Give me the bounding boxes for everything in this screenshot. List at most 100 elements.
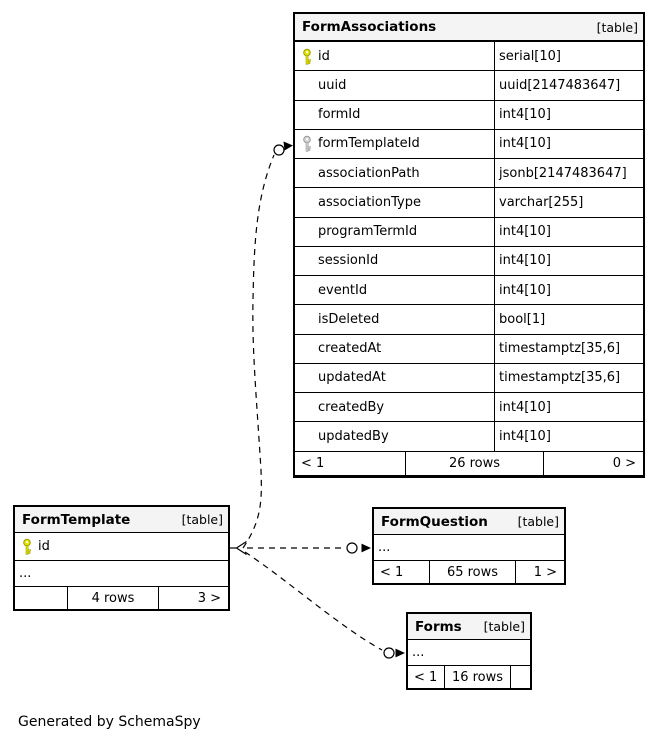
table-row: createdAt timestamptz[35,6] [295, 334, 643, 364]
column-name: id [318, 48, 330, 64]
column-name-cell: createdBy [295, 393, 494, 421]
table-header[interactable]: FormAssociations [table] [295, 14, 643, 42]
table-rows: id... [15, 533, 228, 587]
column-name-cell: ... [408, 640, 530, 665]
table-row: formId int4[10] [295, 100, 643, 130]
table-type-label: [table] [181, 512, 223, 527]
column-name-cell: formTemplateId [295, 130, 494, 158]
column-name-cell: sessionId [295, 247, 494, 275]
edge-parent-connector [230, 540, 247, 556]
footer-row-count: 26 rows [405, 451, 543, 475]
table-type-label: [table] [517, 514, 559, 529]
column-name-cell: uuid [295, 71, 494, 99]
table-row: updatedAt timestamptz[35,6] [295, 363, 643, 393]
footer-prev-degree: < 1 [380, 564, 404, 580]
column-name: ... [412, 645, 425, 660]
column-name: updatedBy [318, 428, 389, 444]
column-name: isDeleted [318, 311, 380, 327]
column-name-cell: id [15, 533, 228, 560]
table-header[interactable]: FormQuestion [table] [374, 509, 564, 535]
table-rows: ... [408, 640, 530, 666]
table-row: associationPath jsonb[2147483647] [295, 159, 643, 189]
table-footer: < 1 16 rows [408, 666, 530, 688]
table-footer: < 1 65 rows 1 > [374, 561, 564, 583]
column-type: bool[1] [494, 305, 643, 334]
column-name: associationType [318, 194, 421, 210]
column-name: formId [318, 107, 361, 123]
primary-key-icon [23, 538, 31, 555]
footer-row-count: 4 rows [67, 587, 158, 609]
table-footer: < 1 26 rows 0 > [295, 451, 643, 475]
column-type: jsonb[2147483647] [494, 159, 643, 188]
table-footer: 4 rows 3 > [15, 587, 228, 609]
edge-formtemplate-formquestion [247, 542, 371, 554]
column-name-cell: associationType [295, 188, 494, 216]
column-name-cell: updatedBy [295, 422, 494, 450]
table-formtemplate[interactable]: FormTemplate [table] id... 4 rows 3 > [13, 505, 230, 611]
column-name-cell: createdAt [295, 335, 494, 363]
edge-formtemplate-forms [244, 551, 405, 659]
column-type: int4[10] [494, 246, 643, 275]
table-type-label: [table] [483, 619, 525, 634]
column-type: timestamptz[35,6] [494, 363, 643, 392]
footer-next-degree: 1 > [515, 561, 564, 583]
column-name-cell: id [295, 42, 494, 70]
column-type: int4[10] [494, 100, 643, 129]
table-formquestion[interactable]: FormQuestion [table] ... < 1 65 rows 1 > [372, 507, 566, 585]
column-type: int4[10] [494, 276, 643, 305]
column-name-cell: programTermId [295, 218, 494, 246]
table-row: id [15, 533, 228, 561]
footer-next-degree: 3 > [158, 587, 228, 609]
table-title: Forms [415, 618, 462, 635]
footer-prev-degree: < 1 [414, 669, 438, 685]
column-name: uuid [318, 77, 347, 93]
table-row: uuid uuid[2147483647] [295, 71, 643, 101]
primary-key-icon [301, 48, 318, 65]
table-forms[interactable]: Forms [table] ... < 1 16 rows [406, 612, 532, 690]
column-type: int4[10] [494, 217, 643, 246]
column-name: ... [378, 540, 391, 555]
table-header[interactable]: FormTemplate [table] [15, 507, 228, 533]
table-row: ... [408, 640, 530, 666]
footer-row-count: 16 rows [444, 666, 510, 688]
column-name: formTemplateId [318, 136, 420, 152]
table-type-label: [table] [596, 19, 638, 35]
column-name: updatedAt [318, 370, 386, 386]
column-type: uuid[2147483647] [494, 71, 643, 100]
edge-formtemplate-formassociations [242, 141, 293, 549]
column-name: id [38, 539, 50, 554]
column-name-cell: formId [295, 101, 494, 129]
column-name-cell: updatedAt [295, 364, 494, 392]
column-name-cell: ... [15, 561, 228, 586]
column-name-cell: isDeleted [295, 305, 494, 333]
table-row: ... [374, 535, 564, 561]
table-title: FormTemplate [22, 511, 131, 528]
table-row: formTemplateId int4[10] [295, 129, 643, 159]
footer-next-degree [510, 666, 530, 688]
column-name-cell: associationPath [295, 159, 494, 187]
table-row: ... [15, 561, 228, 587]
column-name-cell: eventId [295, 276, 494, 304]
primary-key-icon [303, 48, 311, 65]
table-title: FormAssociations [302, 19, 437, 35]
column-name: createdAt [318, 341, 382, 357]
table-title: FormQuestion [381, 513, 488, 530]
column-type: int4[10] [494, 393, 643, 422]
column-name: ... [19, 566, 32, 581]
table-header[interactable]: Forms [table] [408, 614, 530, 640]
table-row: updatedBy int4[10] [295, 422, 643, 452]
column-type: timestamptz[35,6] [494, 334, 643, 363]
column-type: int4[10] [494, 422, 643, 451]
column-name: associationPath [318, 165, 420, 181]
footer-prev-degree: < 1 [301, 455, 325, 471]
column-type: int4[10] [494, 129, 643, 158]
